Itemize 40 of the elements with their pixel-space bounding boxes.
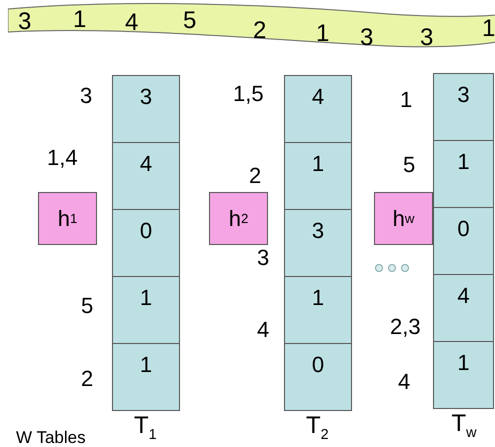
- bucket-label: 5: [81, 294, 94, 318]
- caption-text: W Tables: [16, 427, 86, 447]
- bucket-label: 1,4: [47, 146, 78, 170]
- bucket-label: 2: [81, 367, 94, 391]
- table-cell: 4: [284, 75, 352, 143]
- bucket-label: 1: [400, 88, 412, 112]
- bucket-label: 3: [257, 246, 270, 270]
- table-cell: 1: [284, 142, 352, 210]
- bucket-label: 4: [398, 370, 410, 394]
- table-cell: 1: [112, 276, 180, 344]
- stream-value: 3: [420, 26, 434, 50]
- stream-value: 1: [73, 8, 86, 32]
- stream-value: 1: [482, 17, 495, 41]
- stream-value: 1: [316, 22, 330, 46]
- bucket-label: 2: [249, 164, 262, 188]
- table-cell: 0: [433, 207, 494, 275]
- stream-value: 3: [18, 10, 32, 34]
- bucket-label: 2,3: [390, 315, 421, 339]
- table-cell: 3: [284, 209, 352, 277]
- bucket-label: 4: [257, 318, 270, 342]
- table-cell: 0: [284, 343, 352, 411]
- table-cell: 3: [433, 73, 494, 141]
- table-cell: 1: [433, 140, 494, 208]
- stream-value: 5: [183, 9, 196, 33]
- stream-value: 4: [125, 11, 138, 35]
- table-caption: T$_{1}$: [134, 413, 157, 445]
- table-cell: 1: [112, 343, 180, 411]
- table-cell: 4: [112, 142, 180, 210]
- table-caption: T$_{w}$: [452, 411, 477, 443]
- bucket-label: 1,5: [233, 82, 264, 106]
- bucket-label: 3: [80, 84, 92, 108]
- table-cell: 4: [433, 274, 494, 342]
- table-cell: 1: [284, 276, 352, 344]
- table-cell: 3: [112, 75, 180, 143]
- bucket-label: 5: [403, 153, 416, 177]
- stream-value: 3: [360, 26, 374, 50]
- table-cell: 0: [112, 209, 180, 277]
- table-cell: 1: [433, 341, 494, 409]
- stream-value: 2: [253, 19, 266, 43]
- table-caption: T$_{2}$: [306, 413, 329, 445]
